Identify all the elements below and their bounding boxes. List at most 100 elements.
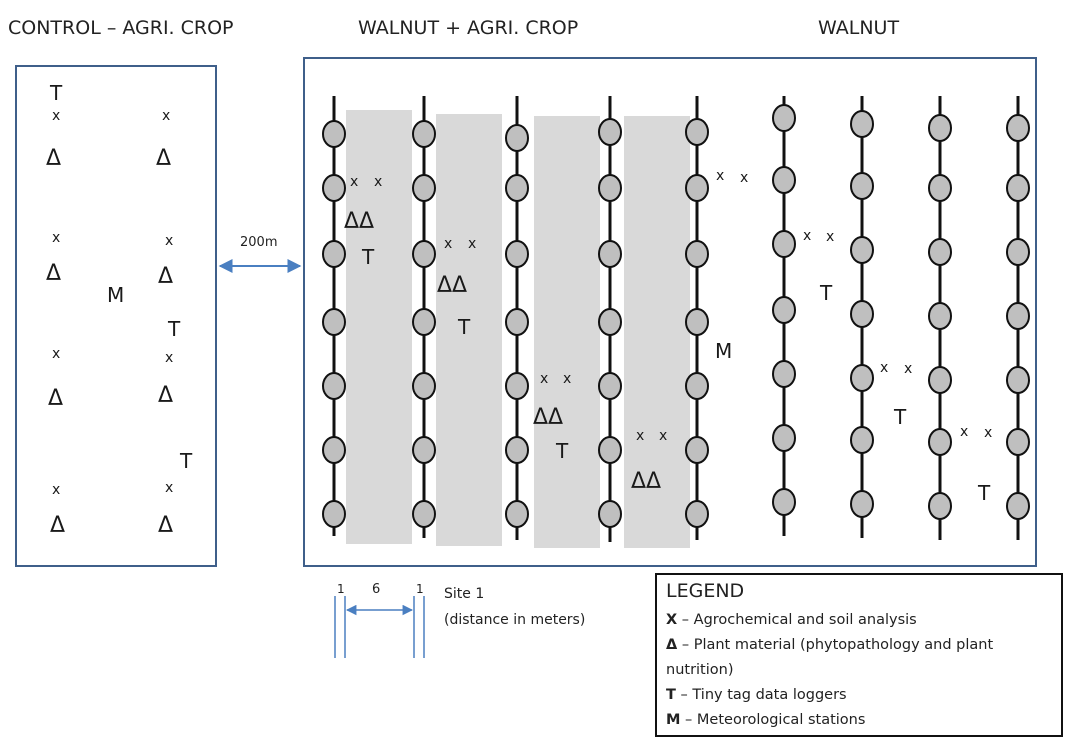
soil-sample-marker: x <box>52 108 60 124</box>
legend-item: M – Meteorological stations <box>666 712 865 728</box>
soil-sample-marker: x <box>904 361 912 377</box>
walnut-tree <box>850 490 874 518</box>
header-walnut: WALNUT <box>818 17 899 39</box>
plant-material-marker: Δ <box>46 261 61 286</box>
walnut-tree <box>850 236 874 264</box>
walnut-tree <box>685 372 709 400</box>
walnut-tree <box>322 240 346 268</box>
plant-material-marker: ΔΔ <box>533 405 563 430</box>
walnut-tree <box>772 488 796 516</box>
tiny-tag-marker: T <box>977 481 991 505</box>
tiny-tag-marker: T <box>361 245 375 269</box>
legend-item: X – Agrochemical and soil analysis <box>666 612 917 628</box>
walnut-tree <box>850 110 874 138</box>
walnut-tree <box>598 174 622 202</box>
walnut-tree <box>322 308 346 336</box>
soil-sample-marker: x <box>960 424 968 440</box>
walnut-tree <box>850 300 874 328</box>
walnut-tree <box>1006 114 1030 142</box>
plant-material-marker: ΔΔ <box>344 209 374 234</box>
walnut-tree <box>1006 428 1030 456</box>
control-plot-frame <box>15 65 217 567</box>
walnut-tree <box>928 428 952 456</box>
walnut-tree <box>412 174 436 202</box>
met-station-marker: M <box>715 339 732 363</box>
walnut-tree <box>505 124 529 152</box>
crop-strip <box>624 116 690 548</box>
soil-sample-marker: x <box>563 371 571 387</box>
soil-sample-marker: x <box>374 174 382 190</box>
legend: LEGEND X – Agrochemical and soil analysi… <box>655 573 1063 737</box>
walnut-tree <box>928 174 952 202</box>
walnut-tree <box>412 240 436 268</box>
soil-sample-marker: x <box>880 360 888 376</box>
soil-sample-marker: x <box>740 170 748 186</box>
plant-material-marker: ΔΔ <box>437 273 467 298</box>
walnut-tree <box>1006 238 1030 266</box>
soil-sample-marker: x <box>636 428 644 444</box>
walnut-tree <box>412 120 436 148</box>
walnut-tree <box>322 436 346 464</box>
plant-material-marker: Δ <box>48 386 63 411</box>
walnut-tree <box>685 118 709 146</box>
met-station-marker: M <box>107 283 124 307</box>
walnut-tree <box>412 372 436 400</box>
legend-item: Δ – Plant material (phytopathology and p… <box>666 637 993 653</box>
walnut-tree <box>850 172 874 200</box>
walnut-tree <box>505 240 529 268</box>
walnut-tree <box>505 436 529 464</box>
walnut-tree <box>772 166 796 194</box>
walnut-tree <box>505 308 529 336</box>
soil-sample-marker: x <box>803 228 811 244</box>
soil-sample-marker: x <box>52 230 60 246</box>
tiny-tag-marker: T <box>555 439 569 463</box>
control-plot-markers: T x Δ x Δ x Δ x Δ M T x x Δ Δ T x x Δ Δ <box>46 81 193 538</box>
soil-sample-marker: x <box>826 229 834 245</box>
walnut-tree <box>685 308 709 336</box>
plant-material-marker: Δ <box>158 264 173 289</box>
walnut-plot-frame <box>303 57 1037 567</box>
tiny-tag-marker: T <box>457 315 471 339</box>
walnut-tree <box>505 500 529 528</box>
soil-sample-marker: x <box>444 236 452 252</box>
walnut-tree <box>598 118 622 146</box>
soil-sample-marker: x <box>468 236 476 252</box>
walnut-tree <box>598 436 622 464</box>
walnut-tree <box>772 424 796 452</box>
legend-box <box>655 573 1063 737</box>
tree-rows <box>322 96 1030 542</box>
plant-material-marker: Δ <box>158 513 173 538</box>
tiny-tag-marker: T <box>893 405 907 429</box>
walnut-tree <box>322 174 346 202</box>
walnut-tree <box>505 372 529 400</box>
walnut-tree <box>1006 492 1030 520</box>
soil-sample-marker: x <box>52 346 60 362</box>
walnut-tree <box>598 240 622 268</box>
walnut-tree <box>412 436 436 464</box>
walnut-tree <box>928 114 952 142</box>
soil-sample-marker: x <box>716 168 724 184</box>
legend-title: LEGEND <box>666 580 744 602</box>
walnut-tree <box>772 104 796 132</box>
walnut-tree <box>928 492 952 520</box>
walnut-tree <box>1006 366 1030 394</box>
walnut-tree <box>928 238 952 266</box>
edge-spacing-left: 1 <box>337 582 345 596</box>
soil-sample-marker: x <box>350 174 358 190</box>
soil-sample-marker: x <box>162 108 170 124</box>
soil-sample-marker: x <box>540 371 548 387</box>
site-label: Site 1 <box>444 586 484 602</box>
crop-strips <box>346 110 690 548</box>
plant-material-marker: ΔΔ <box>631 469 661 494</box>
walnut-tree <box>598 500 622 528</box>
soil-sample-marker: x <box>52 482 60 498</box>
plant-material-marker: Δ <box>50 513 65 538</box>
tiny-tag-marker: T <box>167 317 181 341</box>
legend-item: T – Tiny tag data loggers <box>666 687 847 703</box>
header-control: CONTROL – AGRI. CROP <box>8 17 234 39</box>
walnut-agri-markers: x x ΔΔ T x x ΔΔ T x x ΔΔ T x x ΔΔ M <box>344 174 732 494</box>
walnut-tree <box>772 230 796 258</box>
walnut-tree <box>322 372 346 400</box>
soil-sample-marker: x <box>659 428 667 444</box>
